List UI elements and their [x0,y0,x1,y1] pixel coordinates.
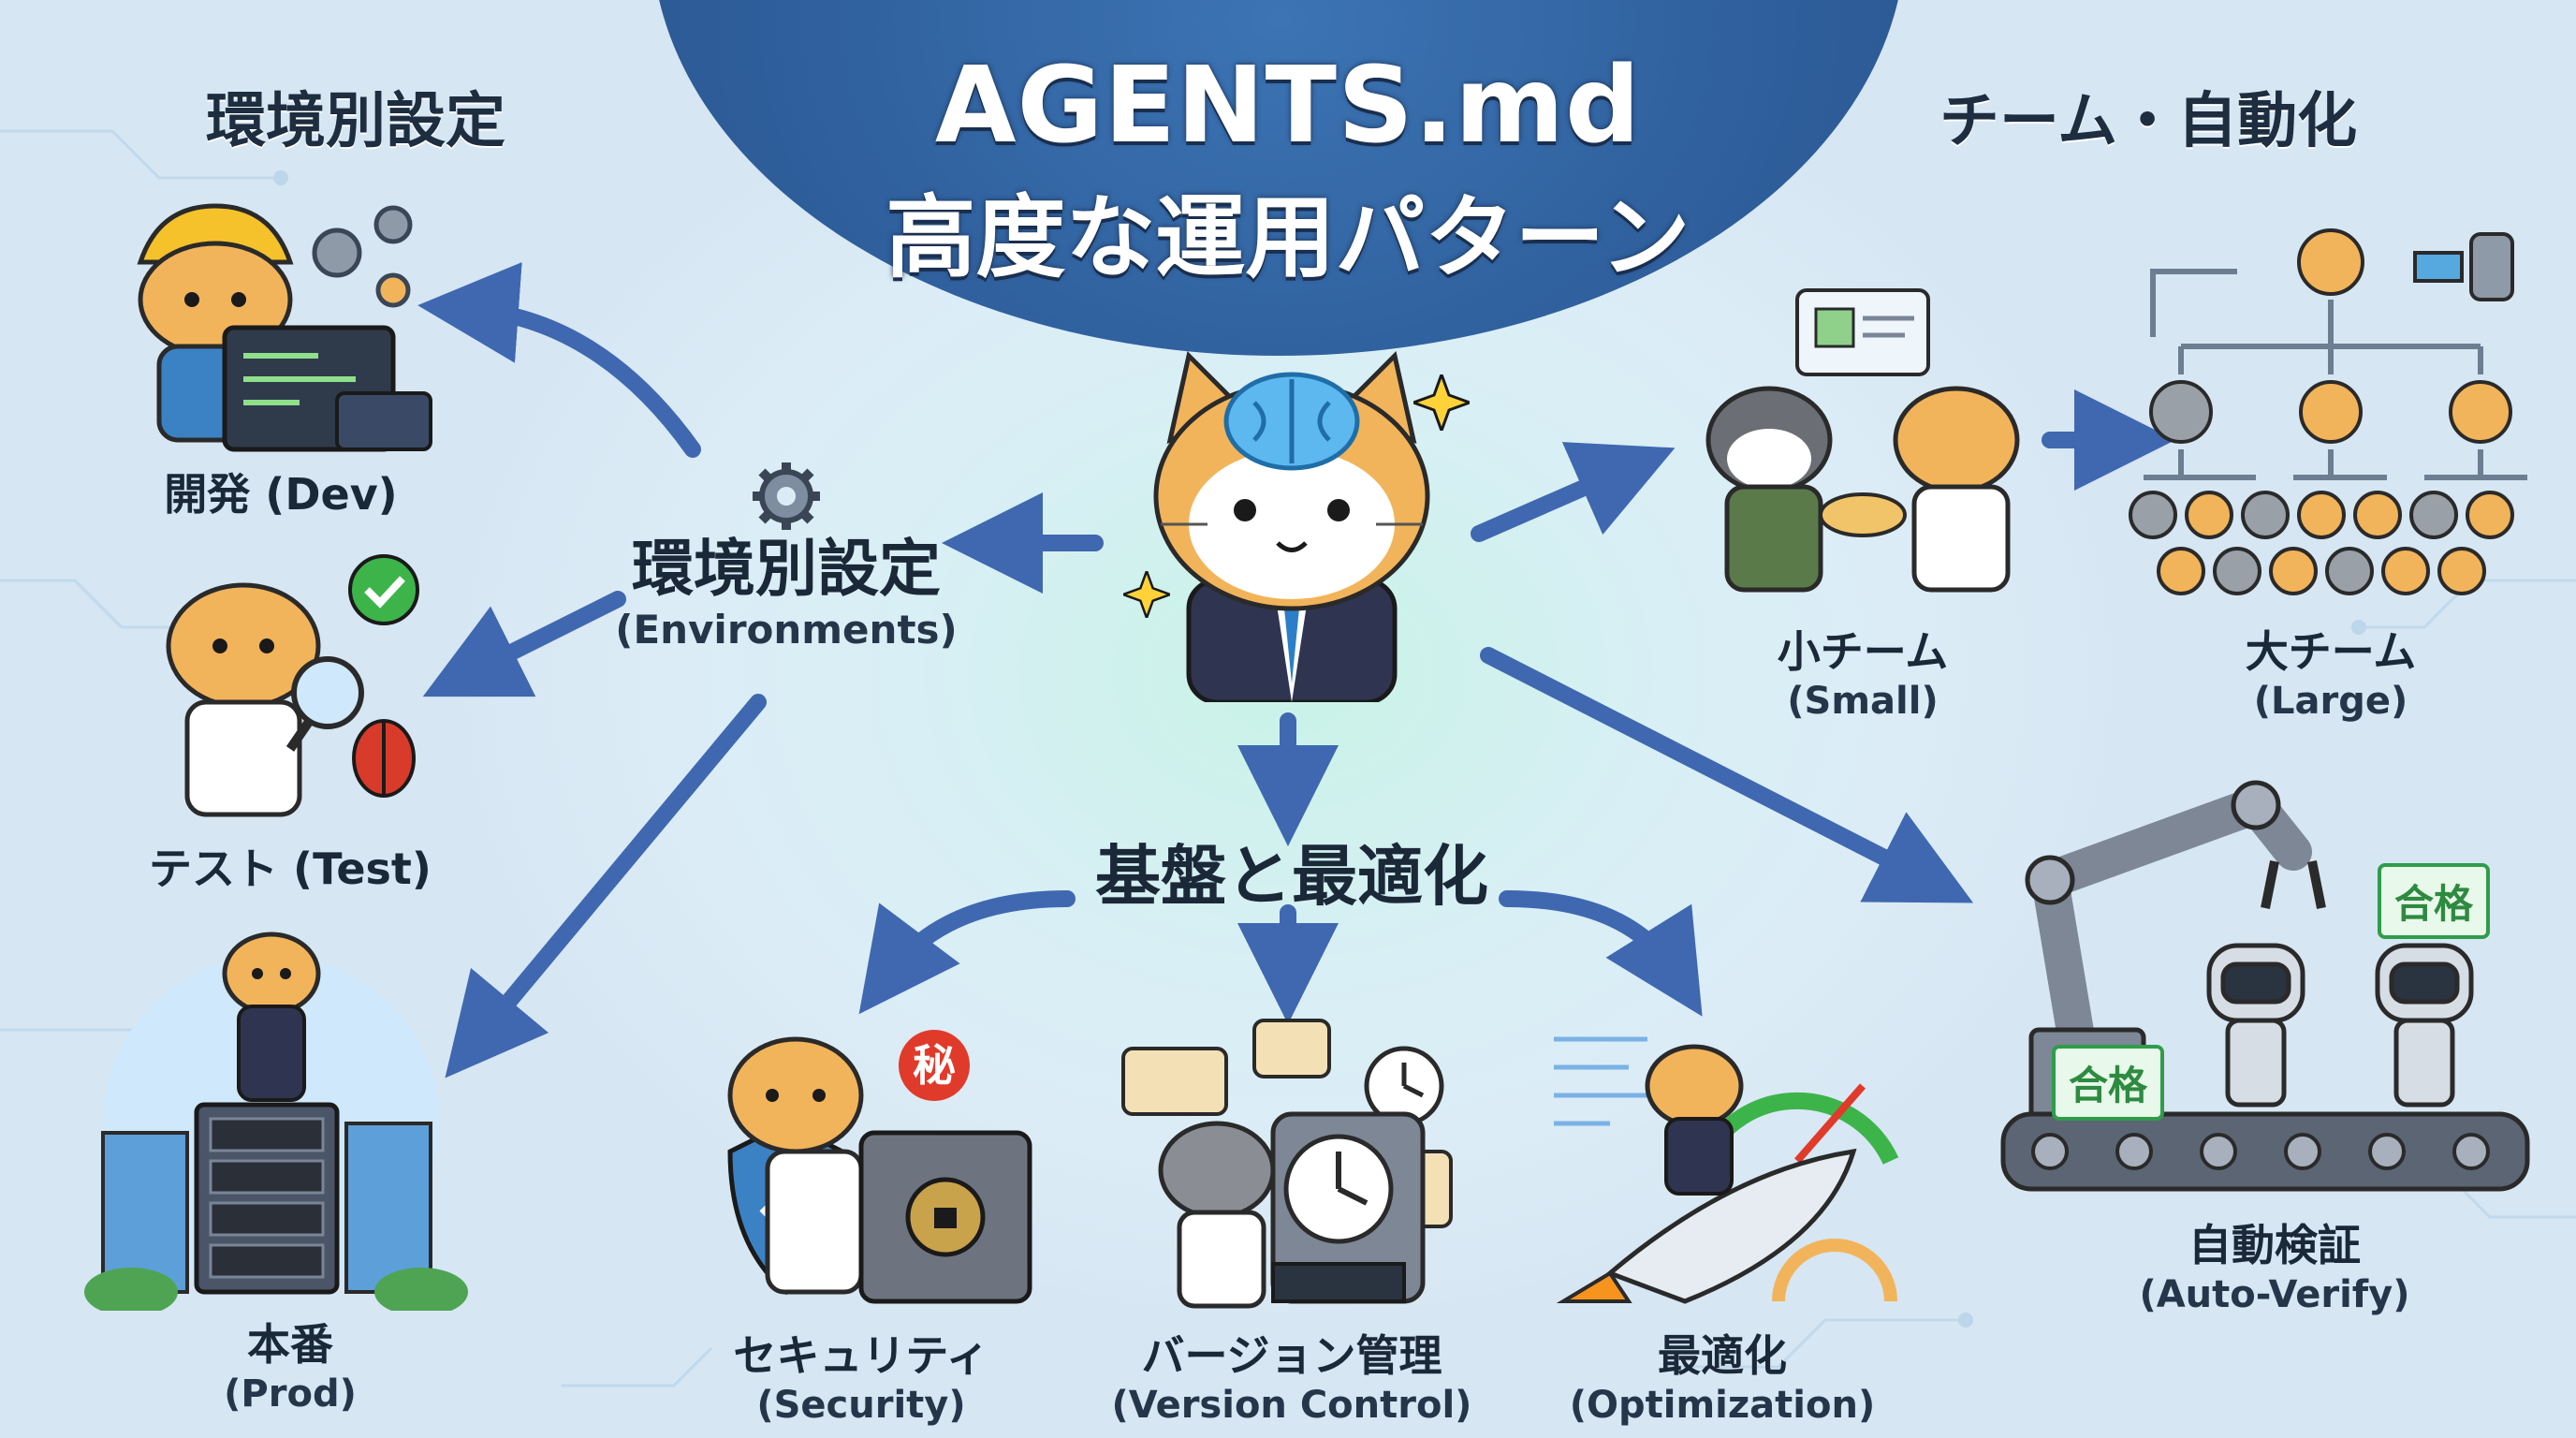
page-title: AGENTS.md [934,45,1642,167]
team-label-small: 小チーム (Small) [1694,625,2031,725]
environments-hub-label: 環境別設定 (Environments) [599,532,973,653]
foundation-label-security: セキュリティ (Security) [693,1329,1030,1429]
automation-title: 自動検証 [2188,1220,2361,1270]
corner-title-left: 環境別設定 [206,87,505,156]
version-subtitle: (Version Control) [1111,1384,1472,1427]
hub-title: 環境別設定 [632,533,941,605]
version-title: バージョン管理 [1141,1330,1442,1381]
team-label-large: 大チーム (Large) [2153,625,2509,725]
pipeline-icon [2413,232,2514,301]
team-small-title: 小チーム [1777,626,1949,677]
env-prod-title: 本番 [247,1319,333,1370]
large-team-org-chart [2129,228,2527,595]
gear-icon [753,462,820,530]
dev-cat-illustration [137,203,432,452]
env-prod-subtitle: (Prod) [224,1372,357,1416]
clock-icon [1270,1046,1444,1304]
central-cat-mascot [1153,351,1430,702]
security-title: セキュリティ [733,1330,989,1381]
gear-icon [312,205,413,308]
team-large-subtitle: (Large) [2253,680,2408,723]
test-cat-illustration [166,554,419,817]
small-team-illustration [1705,288,2020,593]
foundation-label-optimization: 最適化 (Optimization) [1535,1329,1910,1429]
env-label-dev: 開発 (Dev) [122,468,440,521]
magnifier-icon [285,656,364,752]
robot-icon [2206,943,2474,1108]
optimization-title: 最適化 [1658,1330,1787,1381]
robot-arm-icon [2025,780,2326,1067]
pass-badge-2: 合格 [2052,1045,2165,1121]
hub-subtitle: (Environments) [615,607,958,653]
brain-icon [1223,372,1360,471]
handshake-icon [1819,492,1907,537]
security-subtitle: (Security) [756,1384,966,1427]
optimization-illustration [1554,1036,1899,1304]
security-illustration [727,1036,1032,1304]
foundation-label-version: バージョン管理 (Version Control) [1095,1329,1488,1429]
env-label-test: テスト (Test) [131,843,449,895]
team-small-subtitle: (Small) [1787,680,1939,723]
version-control-illustration [1121,1019,1453,1309]
check-bubble-icon [348,554,419,625]
env-label-prod: 本番 (Prod) [131,1318,449,1417]
auto-verify-assembly-line [2000,780,2530,1192]
sparkle-icon [1413,374,1470,431]
optimization-subtitle: (Optimization) [1569,1384,1876,1427]
team-large-title: 大チーム [2245,626,2417,677]
foundation-title: 基盤と最適化 [1095,838,1488,915]
automation-subtitle: (Auto-Verify) [2139,1273,2410,1316]
prod-server-illustration [84,932,468,1311]
env-dev-title: 開発 (Dev) [164,469,398,520]
gauge-icon [1772,1239,1897,1302]
env-test-title: テスト (Test) [149,844,432,894]
safe-icon [858,1130,1032,1304]
bug-icon [352,719,416,798]
sparkle-icon [1123,571,1170,618]
rocket-icon [1556,1148,1857,1304]
secret-stamp-badge: 秘 [899,1030,970,1101]
corner-title-right: チーム・自動化 [1939,87,2358,156]
automation-label: 自動検証 (Auto-Verify) [2097,1219,2452,1318]
page-subtitle: 高度な運用パターン [886,185,1690,290]
pass-badge: 合格 [2378,863,2491,939]
